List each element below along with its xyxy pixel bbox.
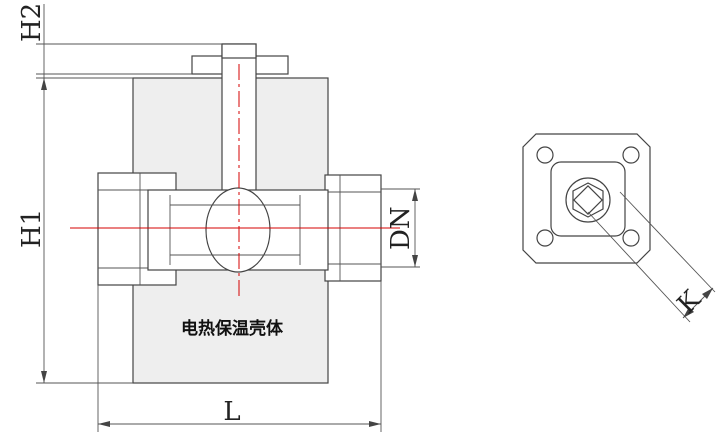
dim-h1: H1 xyxy=(17,209,47,248)
bolt-hole xyxy=(536,146,554,164)
dim-h2: H2 xyxy=(17,3,47,42)
jacket-label: 电热保温壳体 xyxy=(181,318,284,339)
front-view: 电热保温壳体 xyxy=(70,43,400,384)
bolt-hole xyxy=(622,146,640,164)
stem-hex xyxy=(572,182,604,218)
valve-ball xyxy=(205,187,271,273)
stem-circle xyxy=(565,177,611,223)
top-view: K xyxy=(522,133,716,323)
stem-square xyxy=(573,185,603,215)
dim-k: K xyxy=(672,285,707,320)
dimensions: H2 H1 DN L xyxy=(17,3,420,432)
bolt-hole xyxy=(536,229,554,247)
bolt-hole xyxy=(622,229,640,247)
dim-dn: DN xyxy=(386,206,416,250)
dim-l: L xyxy=(223,397,240,427)
stem-cap xyxy=(221,43,257,59)
